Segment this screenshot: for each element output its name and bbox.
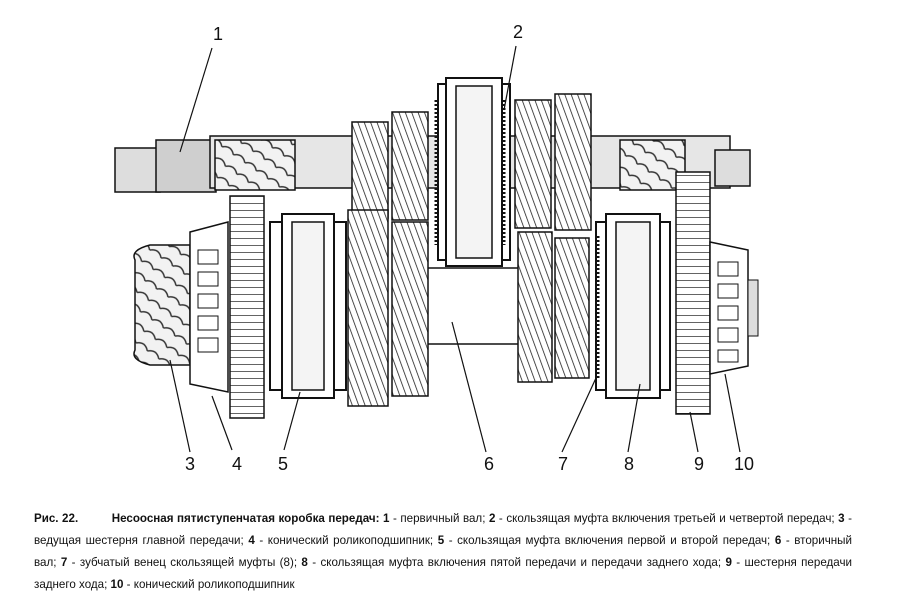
lower-sliding-sleeve-8	[595, 213, 671, 399]
caption-item: 10 - конический роликоподшипник	[110, 578, 295, 591]
callout-6: 6	[484, 454, 494, 474]
callout-9: 9	[694, 454, 704, 474]
callout-4: 4	[232, 454, 242, 474]
left-roller-bearing	[189, 221, 229, 393]
figure-caption: Рис. 22. Несоосная пятиступенчатая короб…	[34, 508, 852, 596]
caption-item: 4 - конический роликоподшипник;	[248, 534, 438, 547]
caption-item: 5 - скользящая муфта включения первой и …	[437, 534, 775, 547]
right-roller-bearing	[709, 241, 759, 375]
callout-5: 5	[278, 454, 288, 474]
callout-1: 1	[213, 24, 223, 44]
callout-8: 8	[624, 454, 634, 474]
caption-item: 3 - ведущая шестерня главной передачи;	[34, 512, 852, 547]
lower-mid-gears	[347, 209, 590, 407]
caption-item: 8 - скользящая муфта включения пятой пер…	[301, 556, 726, 569]
lower-left-gear	[229, 195, 265, 419]
drive-pinion	[133, 244, 191, 366]
caption-item: 9 - шестерня передачи заднего хода;	[34, 556, 852, 591]
upper-sliding-sleeve	[434, 77, 511, 267]
callout-3: 3	[185, 454, 195, 474]
gearbox-drawing: 1 2 3 4 5 6 7 8 9 10	[114, 22, 759, 474]
callout-10: 10	[734, 454, 754, 474]
callout-7: 7	[558, 454, 568, 474]
caption-title: Несоосная пятиступенчатая коробка переда…	[111, 512, 380, 525]
reverse-gear	[675, 171, 711, 415]
caption-item: 6 - вторичный вал;	[34, 534, 852, 569]
figure-number: Рис. 22.	[34, 512, 79, 525]
caption-item: 7 - зубчатый венец скользящей муфты (8);	[60, 556, 302, 569]
callout-2: 2	[513, 22, 523, 42]
caption-item: 1 - первичный вал;	[382, 512, 489, 525]
callout-labels: 1 2 3 4 5 6 7 8 9 10	[185, 22, 754, 474]
upper-gears	[351, 93, 592, 231]
caption-item: 2 - скользящая муфта включения третьей и…	[488, 512, 839, 525]
lower-sliding-sleeve-5	[269, 213, 347, 399]
primary-shaft	[114, 135, 751, 193]
leader-lines	[169, 45, 741, 453]
